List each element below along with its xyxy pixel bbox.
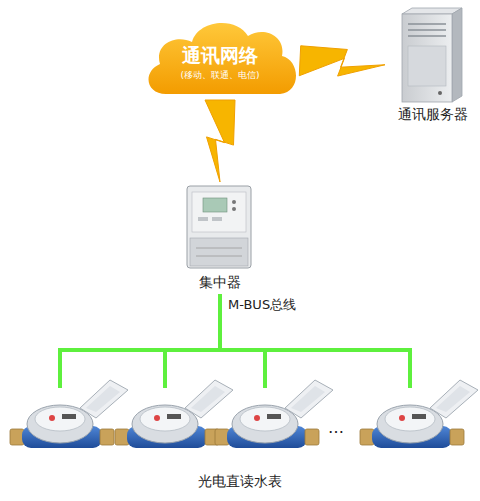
ellipsis-label: … bbox=[328, 418, 344, 437]
bus-label: M-BUS总线 bbox=[228, 296, 296, 314]
network-cloud: 通讯网络 (移动、联通、电信) bbox=[140, 14, 300, 100]
node-title: 集中器 bbox=[180, 274, 260, 291]
server-box: 通讯服务器 bbox=[385, 6, 480, 128]
node-title: 通讯网络 bbox=[140, 44, 300, 67]
node-subtitle: (移动、联通、电信) bbox=[140, 70, 300, 81]
wireless-link bbox=[205, 100, 235, 182]
node-title: 光电直读水表 bbox=[0, 473, 480, 490]
server-illustration bbox=[402, 8, 462, 102]
node-title: 通讯服务器 bbox=[385, 106, 480, 123]
water-meter-illustration bbox=[10, 380, 478, 448]
wireless-link bbox=[299, 46, 385, 76]
concentrator-illustration bbox=[187, 186, 251, 268]
meter-group: 光电直读水表 bbox=[0, 348, 480, 498]
m-bus-line bbox=[218, 294, 222, 350]
concentrator-box: 集中器 bbox=[180, 182, 260, 294]
